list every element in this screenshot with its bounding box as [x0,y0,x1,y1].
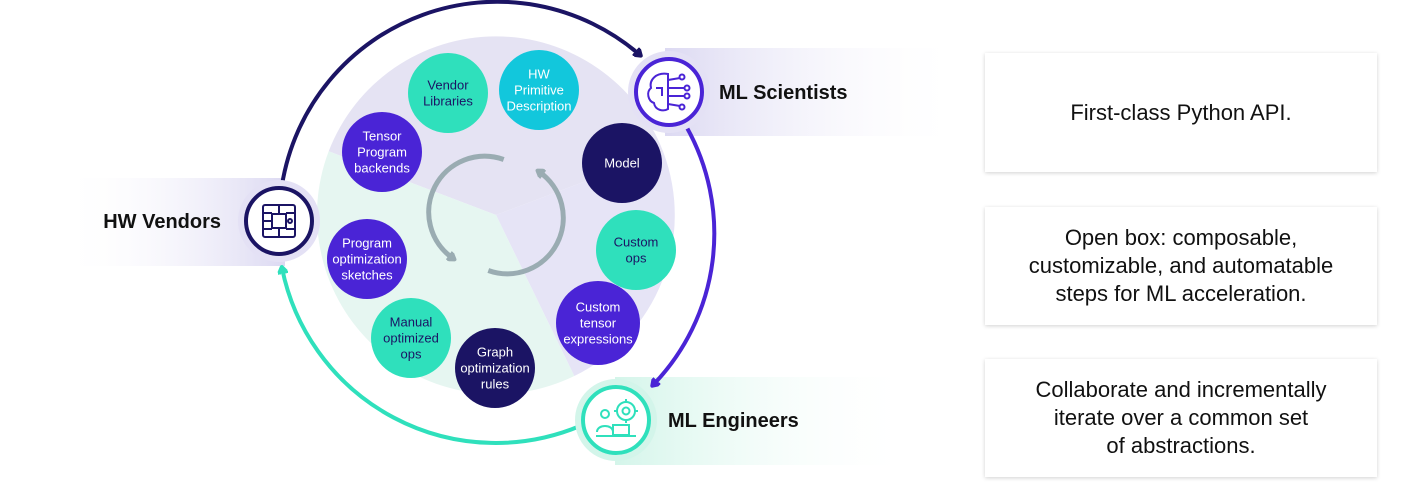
card-text: First-class Python API. [1070,99,1292,125]
ml-scientists-label: ML Scientists [719,82,848,104]
scientists-to-engineers-arrow [653,125,717,385]
card-text: Collaborate and incrementally iterate ov… [1035,377,1327,458]
ml-engineers-band [615,377,915,465]
ml-scientists-band [665,48,965,136]
hw-vendors-role: HW Vendors [103,180,320,262]
engineer-gear-icon [596,399,638,437]
card-collaborate: Collaborate and incrementally iterate ov… [985,359,1377,477]
hw-vendors-label: HW Vendors [103,211,221,233]
ml-engineers-label: ML Engineers [668,410,799,432]
chip-icon [262,204,296,238]
vendors-to-scientists-arrow [280,0,640,186]
card-text: Open box: composable, customizable, and … [1028,225,1334,306]
card-python-api: First-class Python API. [985,53,1377,172]
node-model: Model [582,123,662,203]
card-open-box: Open box: composable, customizable, and … [985,207,1377,325]
ml-scientists-role: ML Scientists [628,51,848,133]
ml-engineers-role: ML Engineers [575,379,799,461]
refresh-cycle-icon [426,153,566,277]
brain-icon [647,72,691,112]
engineers-to-vendors-arrow [282,268,581,445]
node-label: Model [604,156,640,171]
